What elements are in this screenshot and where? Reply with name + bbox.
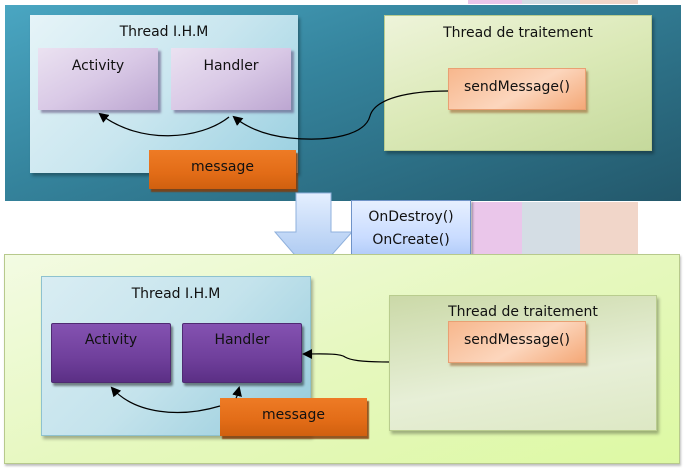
bg-strip-grey-top — [522, 0, 580, 4]
bottom-ihm-thread-title: Thread I.H.M — [131, 286, 221, 302]
lifecycle-callout: OnDestroy() OnCreate() — [351, 200, 471, 263]
bg-strip-pink-top — [468, 0, 522, 4]
bottom-handler-box: Handler — [182, 323, 302, 383]
top-send-message-box: sendMessage() — [448, 68, 586, 110]
bottom-message-to-handler-connector — [232, 386, 242, 399]
bottom-send-message-box: sendMessage() — [448, 321, 586, 363]
top-send-message-label: sendMessage() — [464, 79, 570, 95]
bg-strip-peach — [580, 202, 638, 254]
bottom-traitement-thread-title: Thread de traitement — [448, 304, 598, 320]
top-activity-box: Activity — [38, 48, 158, 110]
on-destroy-label: OnDestroy() — [368, 209, 454, 225]
on-create-label: OnCreate() — [372, 232, 450, 248]
bottom-activity-box: Activity — [51, 323, 171, 383]
top-handler-label: Handler — [203, 58, 259, 74]
top-traitement-thread-title: Thread de traitement — [443, 25, 593, 41]
bg-strip-pink — [472, 202, 522, 254]
bottom-activity-label: Activity — [84, 332, 138, 348]
top-activity-label: Activity — [71, 58, 125, 74]
bottom-message-label: message — [262, 407, 325, 423]
bg-strip-grey — [522, 202, 580, 254]
top-handler-box: Handler — [171, 48, 291, 110]
bottom-traitement-thread-box: Thread de traitement — [389, 295, 657, 431]
bottom-send-message-label: sendMessage() — [464, 332, 570, 348]
bottom-message-to-activity-connector — [110, 386, 221, 414]
bg-strip-peach-top — [580, 0, 638, 4]
top-handler-to-activity-connector — [98, 112, 230, 137]
top-message-box: message — [149, 150, 296, 189]
bottom-traitement-to-handler-connector — [302, 348, 390, 363]
top-ihm-thread-title: Thread I.H.M — [119, 24, 209, 40]
bottom-message-box: message — [220, 398, 367, 436]
top-message-label: message — [191, 159, 254, 175]
bottom-handler-label: Handler — [214, 332, 270, 348]
top-send-to-handler-connector — [232, 90, 449, 140]
